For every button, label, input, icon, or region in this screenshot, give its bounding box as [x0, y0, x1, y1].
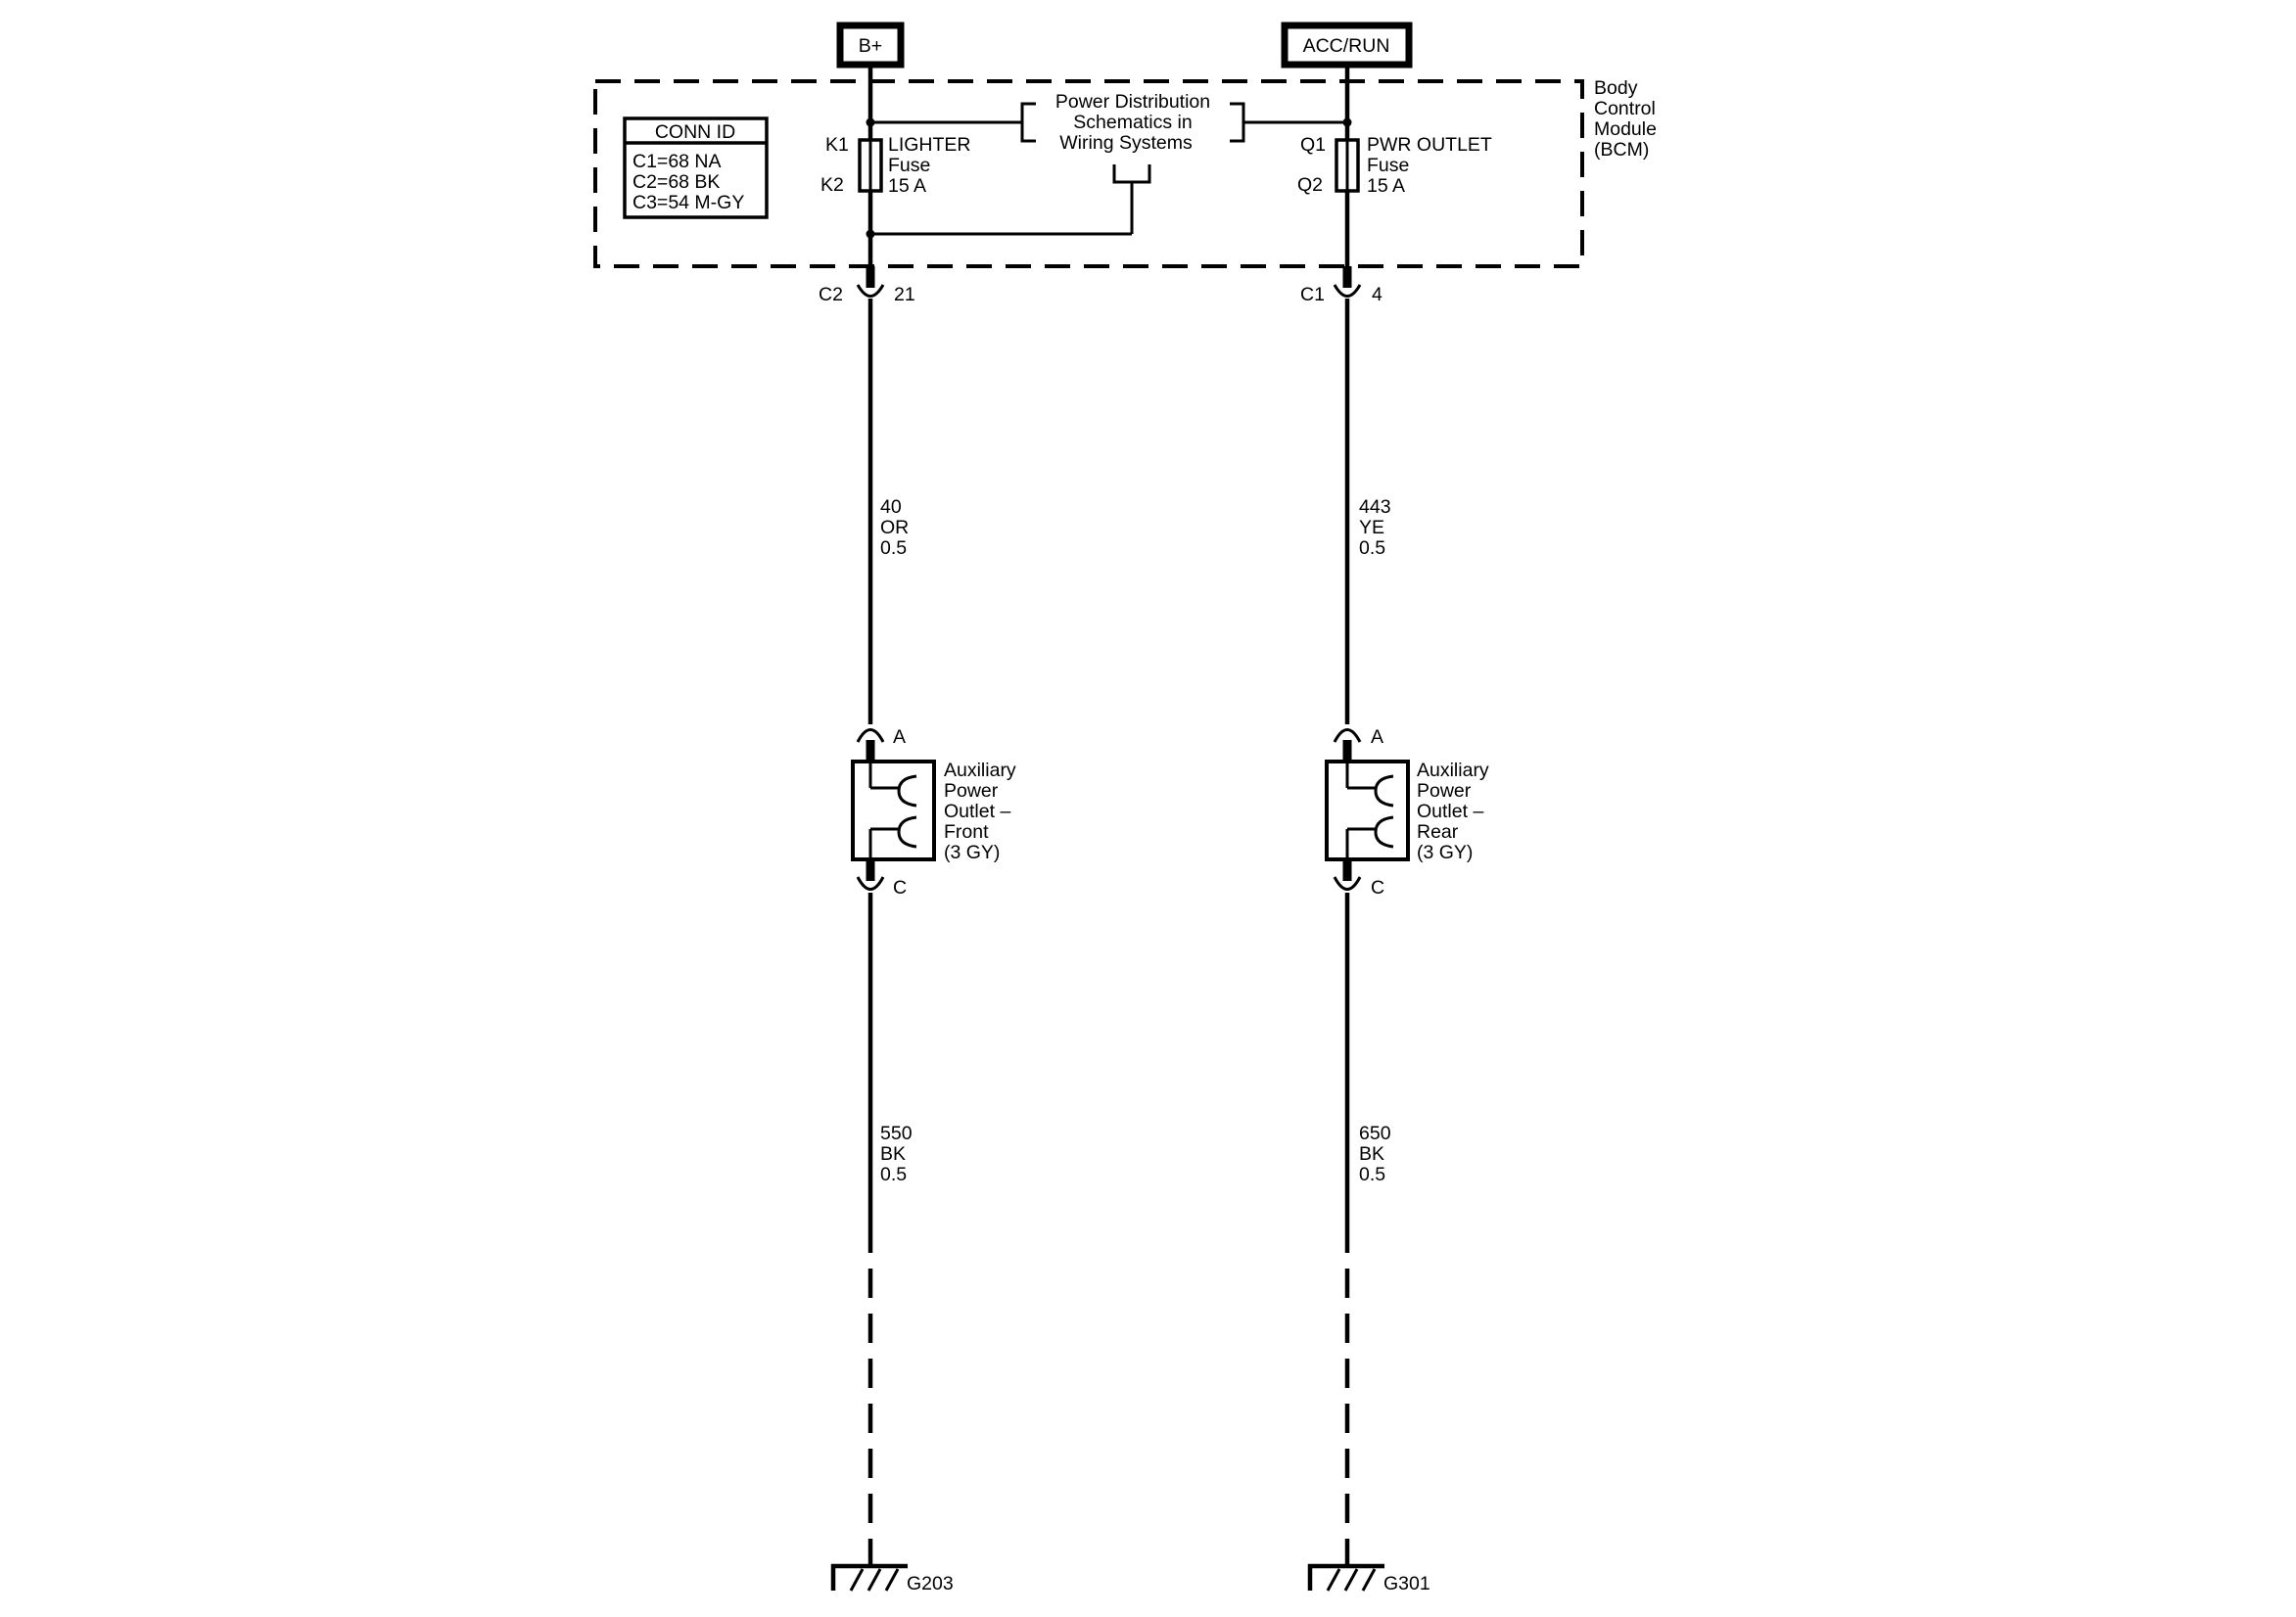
conn-id-c1: C1=68 NA [633, 151, 722, 172]
svg-text:Outlet –: Outlet – [944, 801, 1010, 822]
svg-text:4: 4 [1372, 284, 1382, 305]
svg-text:0.5: 0.5 [1359, 1164, 1385, 1185]
svg-text:Power Distribution: Power Distribution [1055, 91, 1210, 113]
b-plus-source: B+ [836, 22, 905, 69]
svg-text:443: 443 [1359, 496, 1391, 518]
acc-run-source: ACC/RUN [1281, 22, 1413, 69]
svg-text:15 A: 15 A [888, 175, 926, 197]
conn-id-box: CONN ID C1=68 NA C2=68 BK C3=54 M-GY [623, 116, 769, 219]
svg-text:YE: YE [1359, 517, 1384, 538]
svg-text:Body: Body [1594, 77, 1638, 99]
svg-text:A: A [893, 726, 906, 748]
wire-label-left-lower: 550 BK 0.5 [880, 1123, 913, 1185]
svg-text:Fuse: Fuse [888, 155, 930, 176]
pwr-outlet-fuse: Q1 Q2 PWR OUTLET Fuse 15 A [1297, 134, 1492, 197]
svg-text:C: C [1371, 877, 1384, 899]
svg-text:PWR OUTLET: PWR OUTLET [1367, 134, 1492, 156]
lighter-fuse: K1 K2 LIGHTER Fuse 15 A [820, 134, 971, 197]
svg-text:BK: BK [880, 1143, 906, 1165]
svg-text:0.5: 0.5 [880, 1164, 907, 1185]
svg-text:550: 550 [880, 1123, 913, 1144]
wire-label-right-lower: 650 BK 0.5 [1359, 1123, 1391, 1185]
b-plus-label: B+ [859, 35, 882, 57]
svg-text:0.5: 0.5 [1359, 537, 1385, 559]
bcm-boundary [593, 79, 1584, 268]
svg-text:C: C [893, 877, 907, 899]
aux-power-outlet-rear: Auxiliary Power Outlet – Rear (3 GY) [1325, 760, 1489, 863]
svg-text:(3 GY): (3 GY) [944, 842, 1000, 863]
ground-g301: G301 [1307, 1554, 1430, 1594]
svg-text:40: 40 [880, 496, 902, 518]
svg-text:G203: G203 [907, 1573, 954, 1594]
lighter-fuse-pin-k1: K1 [825, 134, 849, 156]
svg-text:0.5: 0.5 [880, 537, 907, 559]
conn-id-c2: C2=68 BK [633, 171, 720, 193]
svg-text:(3 GY): (3 GY) [1417, 842, 1473, 863]
svg-text:Power: Power [944, 780, 999, 802]
aux-power-outlet-front: Auxiliary Power Outlet – Front (3 GY) [851, 760, 1016, 863]
svg-text:21: 21 [894, 284, 915, 305]
acc-run-label: ACC/RUN [1303, 35, 1390, 57]
svg-text:Rear: Rear [1417, 821, 1459, 843]
svg-text:Front: Front [944, 821, 989, 843]
svg-text:Control: Control [1594, 98, 1656, 119]
bcm-connector-c2: C2 21 [819, 284, 915, 305]
power-distribution-reference: Power Distribution Schematics in Wiring … [1020, 91, 1245, 184]
wire-label-left-upper: 40 OR 0.5 [880, 496, 909, 559]
svg-text:15 A: 15 A [1367, 175, 1405, 197]
svg-text:Power: Power [1417, 780, 1472, 802]
svg-text:C2: C2 [819, 284, 843, 305]
svg-text:A: A [1371, 726, 1383, 748]
svg-text:(BCM): (BCM) [1594, 139, 1649, 161]
wire-label-right-upper: 443 YE 0.5 [1359, 496, 1391, 559]
svg-text:C1: C1 [1300, 284, 1325, 305]
svg-text:Auxiliary: Auxiliary [1417, 760, 1489, 781]
svg-text:Module: Module [1594, 118, 1657, 140]
conn-id-title: CONN ID [655, 121, 735, 143]
svg-text:BK: BK [1359, 1143, 1384, 1165]
svg-text:650: 650 [1359, 1123, 1391, 1144]
svg-text:G301: G301 [1383, 1573, 1430, 1594]
ground-g203: G203 [830, 1554, 954, 1594]
bcm-label: Body Control Module (BCM) [1594, 77, 1657, 161]
svg-text:Fuse: Fuse [1367, 155, 1409, 176]
svg-text:OR: OR [880, 517, 909, 538]
svg-text:Wiring Systems: Wiring Systems [1059, 132, 1193, 154]
pwr-outlet-fuse-pin-q1: Q1 [1300, 134, 1326, 156]
pwr-outlet-fuse-pin-q2: Q2 [1297, 174, 1323, 196]
svg-text:LIGHTER: LIGHTER [888, 134, 971, 156]
lighter-fuse-pin-k2: K2 [820, 174, 844, 196]
svg-text:Auxiliary: Auxiliary [944, 760, 1016, 781]
svg-text:Outlet –: Outlet – [1417, 801, 1483, 822]
bcm-connector-c1: C1 4 [1300, 284, 1382, 305]
conn-id-c3: C3=54 M-GY [633, 192, 744, 213]
svg-text:Schematics in: Schematics in [1073, 112, 1192, 133]
